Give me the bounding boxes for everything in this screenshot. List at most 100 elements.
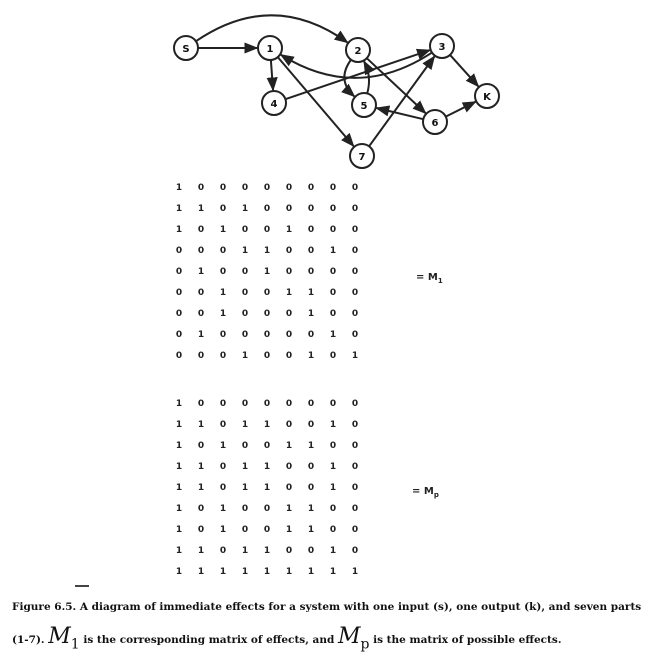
m1-cell: 1 <box>351 350 359 361</box>
edge-1-to-7 <box>277 56 355 148</box>
mp-cell: 0 <box>285 545 293 556</box>
m1-cell: 0 <box>197 245 205 256</box>
m1-cell: 1 <box>241 245 249 256</box>
m1-cell: 0 <box>285 203 293 214</box>
m1-cell: 0 <box>351 224 359 235</box>
m1-cell: 0 <box>263 329 271 340</box>
mp-cell: 0 <box>197 524 205 535</box>
m1-cell: 0 <box>285 266 293 277</box>
mp-cell: 0 <box>241 524 249 535</box>
m1-cell: 1 <box>175 182 183 193</box>
node-4: 4 <box>261 90 287 116</box>
m1-cell: 0 <box>329 266 337 277</box>
mp-cell: 0 <box>219 419 227 430</box>
m1-cell: 0 <box>263 203 271 214</box>
m1-cell: 0 <box>307 182 315 193</box>
node-2: 2 <box>345 37 371 63</box>
m1-cell: 0 <box>263 350 271 361</box>
mp-cell: 0 <box>285 398 293 409</box>
mp-cell: 1 <box>175 545 183 556</box>
m1-cell: 0 <box>219 329 227 340</box>
mp-cell: 1 <box>219 503 227 514</box>
mp-cell: 1 <box>241 545 249 556</box>
edge-6-to-5 <box>375 105 424 121</box>
mp-cell: 1 <box>307 566 315 577</box>
node-6: 6 <box>422 109 448 135</box>
edge-6-to-k <box>445 100 477 118</box>
caption-text-1: Figure 6.5. A diagram of immediate effec… <box>12 601 642 646</box>
matrix-mp-label: = Mp <box>412 486 439 499</box>
m1-cell: 0 <box>329 182 337 193</box>
m1-cell: 1 <box>241 203 249 214</box>
m1-cell: 0 <box>307 203 315 214</box>
mp-cell: 0 <box>351 461 359 472</box>
edge-s-to-2 <box>195 14 349 44</box>
m1-cell: 0 <box>219 245 227 256</box>
m1-cell: 1 <box>197 203 205 214</box>
m1-cell: 1 <box>175 224 183 235</box>
mp-cell: 1 <box>285 566 293 577</box>
mp-cell: 1 <box>175 482 183 493</box>
m1-cell: 0 <box>307 224 315 235</box>
mp-cell: 1 <box>241 461 249 472</box>
edge-3-to-k <box>449 54 480 88</box>
m1-cell: 0 <box>219 266 227 277</box>
mp-cell: 1 <box>175 398 183 409</box>
mp-cell: 0 <box>351 545 359 556</box>
node-7: 7 <box>349 143 375 169</box>
m1-cell: 1 <box>197 329 205 340</box>
m1-cell: 0 <box>175 287 183 298</box>
m1-cell: 0 <box>197 182 205 193</box>
mp-cell: 1 <box>329 461 337 472</box>
mp-cell: 1 <box>219 524 227 535</box>
m1-cell: 1 <box>307 308 315 319</box>
m1-cell: 0 <box>351 245 359 256</box>
m1-cell: 0 <box>241 182 249 193</box>
m1-cell: 0 <box>219 350 227 361</box>
m1-cell: 0 <box>219 182 227 193</box>
mp-cell: 1 <box>175 440 183 451</box>
m1-cell: 0 <box>351 203 359 214</box>
m1-cell: 0 <box>285 350 293 361</box>
m1-cell: 1 <box>197 266 205 277</box>
edge-3-to-1 <box>279 51 433 79</box>
matrix-m1-label: = M1 <box>416 272 443 285</box>
mp-cell: 1 <box>285 524 293 535</box>
mp-cell: 0 <box>263 503 271 514</box>
node-k: K <box>474 83 500 109</box>
mp-cell: 0 <box>285 482 293 493</box>
m1-cell: 0 <box>351 329 359 340</box>
mp-cell: 1 <box>263 461 271 472</box>
m1-cell: 1 <box>329 245 337 256</box>
m1-cell: 1 <box>263 245 271 256</box>
mp-cell: 0 <box>329 524 337 535</box>
node-label: 7 <box>359 152 366 163</box>
m1-cell: 0 <box>263 182 271 193</box>
mp-cell: 1 <box>329 419 337 430</box>
mp-cell: 0 <box>285 419 293 430</box>
m1-cell: 0 <box>329 350 337 361</box>
mp-cell: 1 <box>241 419 249 430</box>
mp-cell: 0 <box>329 440 337 451</box>
mp-cell: 1 <box>263 545 271 556</box>
mp-cell: 0 <box>307 545 315 556</box>
m1-cell: 1 <box>263 266 271 277</box>
mp-cell: 0 <box>351 482 359 493</box>
mp-cell: 0 <box>241 398 249 409</box>
m1-cell: 0 <box>285 245 293 256</box>
m1-cell: 0 <box>197 308 205 319</box>
node-label: K <box>483 92 492 103</box>
m1-cell: 0 <box>329 224 337 235</box>
mp-cell: 1 <box>197 461 205 472</box>
mp-cell: 0 <box>351 440 359 451</box>
mp-cell: 0 <box>263 524 271 535</box>
node-1: 1 <box>257 35 283 61</box>
m1-cell: 1 <box>285 224 293 235</box>
m1-cell: 1 <box>307 350 315 361</box>
m1-cell: 0 <box>285 182 293 193</box>
